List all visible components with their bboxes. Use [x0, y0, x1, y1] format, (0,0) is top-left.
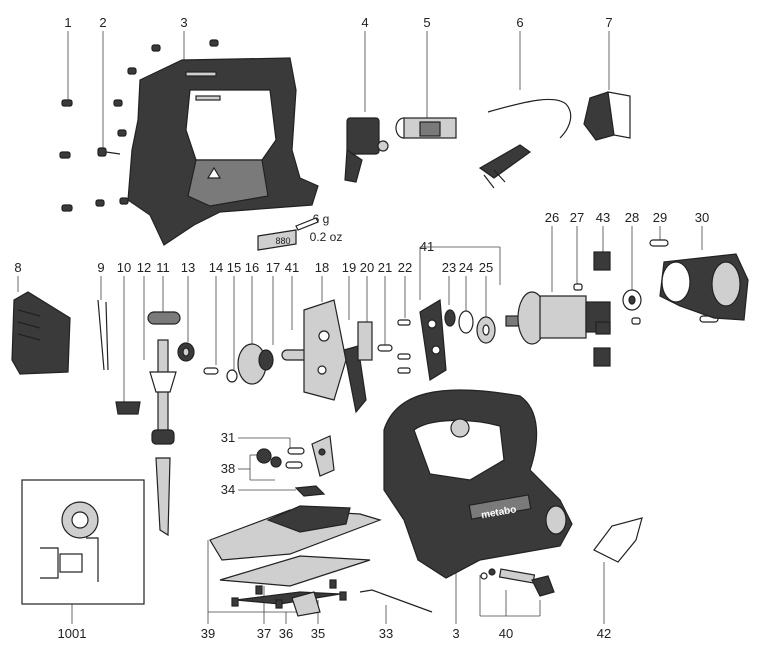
callout-12: 12 [137, 260, 151, 275]
part-42-label [593, 517, 643, 563]
part-30-field-coil [659, 253, 749, 321]
callout-7: 7 [605, 15, 612, 30]
callout-35: 35 [311, 626, 325, 641]
part-23-24-25-washers [444, 309, 496, 344]
leaders-top [67, 31, 610, 148]
part-14-15-pin-washer [203, 367, 238, 383]
part-21-22-pins [377, 319, 411, 374]
callout-38: 38 [221, 461, 235, 476]
part-41-bearing-plate [419, 298, 447, 381]
part-8-cover [11, 291, 71, 375]
part-7-cable-sleeve [583, 91, 631, 141]
callout-40: 40 [499, 626, 513, 641]
callout-19: 19 [342, 260, 356, 275]
part-35-36-37 [231, 579, 347, 617]
callout-29: 29 [653, 210, 667, 225]
callout-4: 4 [361, 15, 368, 30]
callout-31: 31 [221, 430, 235, 445]
grease-note: 6 g 0.2 oz 880 [257, 212, 343, 251]
callout-9: 9 [97, 260, 104, 275]
callout-8: 8 [14, 260, 21, 275]
part-34-block [294, 485, 326, 497]
grease-code-1: 880 [275, 236, 290, 246]
part-31-38-fasteners [256, 447, 305, 469]
part-2-long-screw [97, 147, 121, 157]
callout-1: 1 [64, 15, 71, 30]
part-40-guide-rod [480, 568, 555, 597]
part-27-28-small [573, 283, 642, 325]
callout-3-b: 3 [452, 626, 459, 641]
inset-1001 [21, 479, 145, 605]
grease-tube-tag [257, 229, 297, 251]
leaders-middle [17, 226, 703, 402]
part-9-spring [97, 299, 109, 371]
callout-5: 5 [423, 15, 430, 30]
callout-16: 16 [245, 260, 259, 275]
part-guide-arm [311, 435, 335, 477]
callout-labels-middle: 8 9 10 11 12 13 14 15 16 17 41 18 19 20 … [14, 210, 709, 275]
part-33-hex-key [359, 589, 433, 613]
callout-labels-bottom: 39 37 36 35 33 3 40 42 1001 [58, 626, 612, 641]
part-3-housing-half [127, 57, 319, 246]
callout-43: 43 [596, 210, 610, 225]
callout-42: 42 [597, 626, 611, 641]
callout-20: 20 [360, 260, 374, 275]
part-1-screws [59, 39, 219, 212]
part-18-plate [303, 299, 347, 401]
part-19-guide [343, 345, 367, 414]
callout-34: 34 [221, 482, 235, 497]
part-16-gear [237, 343, 274, 385]
callout-13: 13 [181, 260, 195, 275]
callout-labels-lower: 31 38 34 [221, 430, 235, 497]
part-13-roller [177, 342, 195, 362]
callout-14: 14 [209, 260, 223, 275]
callout-41-a: 41 [285, 260, 299, 275]
part-20-bracket [357, 321, 373, 361]
callout-1001: 1001 [58, 626, 87, 641]
part-6-power-cable [478, 98, 572, 189]
callout-18: 18 [315, 260, 329, 275]
part-5-cable-clamp [395, 117, 457, 139]
callout-17: 17 [266, 260, 280, 275]
callout-3: 3 [180, 15, 187, 30]
part-29-pins [649, 239, 719, 323]
callout-21: 21 [378, 260, 392, 275]
part-11-felt-pad [147, 311, 181, 325]
grease-tube-nozzle [295, 217, 319, 231]
part-26-armature [505, 291, 611, 345]
callout-39: 39 [201, 626, 215, 641]
callout-2: 2 [99, 15, 106, 30]
callout-37: 37 [257, 626, 271, 641]
callout-10: 10 [117, 260, 131, 275]
part-4-switch [344, 117, 389, 183]
assembled-jigsaw: metabo [383, 389, 573, 579]
callout-6: 6 [516, 15, 523, 30]
callout-22: 22 [398, 260, 412, 275]
callout-26: 26 [545, 210, 559, 225]
part-10-bracket [115, 401, 141, 415]
grease-amount-imperial: 0.2 oz [310, 230, 343, 244]
warning-triangle-icon [206, 166, 222, 179]
callout-28: 28 [625, 210, 639, 225]
part-43-carbon-brushes [593, 251, 611, 367]
part-39-base-plate [209, 505, 382, 605]
callout-36: 36 [279, 626, 293, 641]
part-12-lifting-rod [149, 339, 177, 537]
callout-11: 11 [156, 260, 170, 275]
callout-25: 25 [479, 260, 493, 275]
callout-23: 23 [442, 260, 456, 275]
callout-41-b: 41 [420, 239, 434, 254]
callout-27: 27 [570, 210, 584, 225]
callout-33: 33 [379, 626, 393, 641]
callout-labels-top: 1 2 3 4 5 6 7 [64, 15, 612, 30]
callout-15: 15 [227, 260, 241, 275]
callout-24: 24 [459, 260, 473, 275]
callout-30: 30 [695, 210, 709, 225]
